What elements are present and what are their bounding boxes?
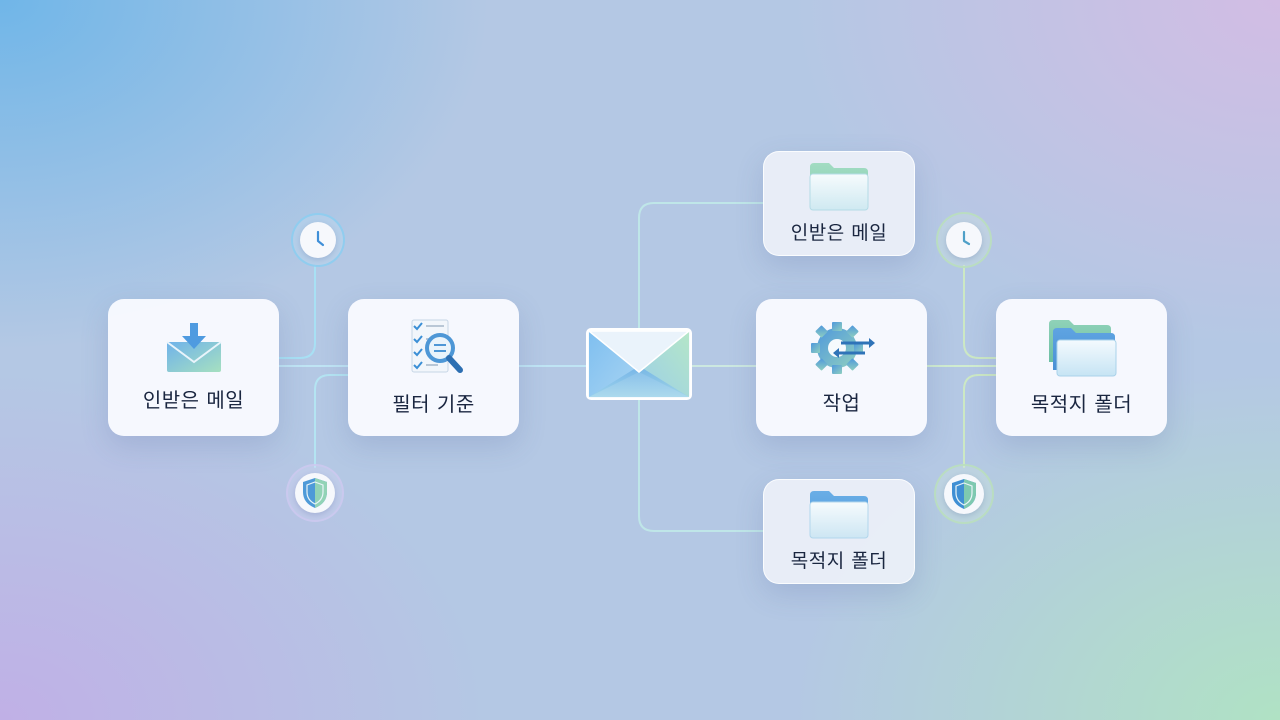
node-action-label: 작업	[822, 391, 861, 415]
shield-icon	[949, 477, 979, 511]
envelope-icon[interactable]	[586, 328, 692, 400]
shield-badge-left[interactable]	[286, 464, 344, 522]
checklist-magnifier-icon	[402, 318, 466, 378]
branch-destination-card[interactable]: 목적지 폴더	[763, 479, 915, 584]
folder-icon	[809, 490, 869, 540]
clock-badge-right[interactable]	[936, 212, 992, 268]
clock-badge-left[interactable]	[291, 213, 345, 267]
shield-icon	[300, 476, 330, 510]
branch-destination-label: 목적지 폴더	[790, 550, 888, 572]
folder-stack-icon	[1047, 318, 1117, 378]
clock-icon	[305, 227, 331, 253]
branch-inbox-label: 인받은 메일	[790, 222, 888, 244]
node-filter-criteria[interactable]: 필터 기준	[348, 299, 519, 436]
clock-icon	[951, 227, 977, 253]
node-filter-label: 필터 기준	[392, 392, 475, 416]
inbox-download-icon	[165, 322, 223, 374]
node-destination-label: 목적지 폴더	[1030, 392, 1133, 416]
branch-inbox-card[interactable]: 인받은 메일	[763, 151, 915, 256]
node-inbox[interactable]: 인받은 메일	[108, 299, 279, 436]
node-action[interactable]: 작업	[756, 299, 927, 436]
shield-badge-right[interactable]	[934, 464, 994, 524]
gear-arrows-icon	[809, 319, 875, 377]
node-inbox-label: 인받은 메일	[142, 388, 245, 412]
node-destination-folder[interactable]: 목적지 폴더	[996, 299, 1167, 436]
folder-icon	[809, 162, 869, 212]
